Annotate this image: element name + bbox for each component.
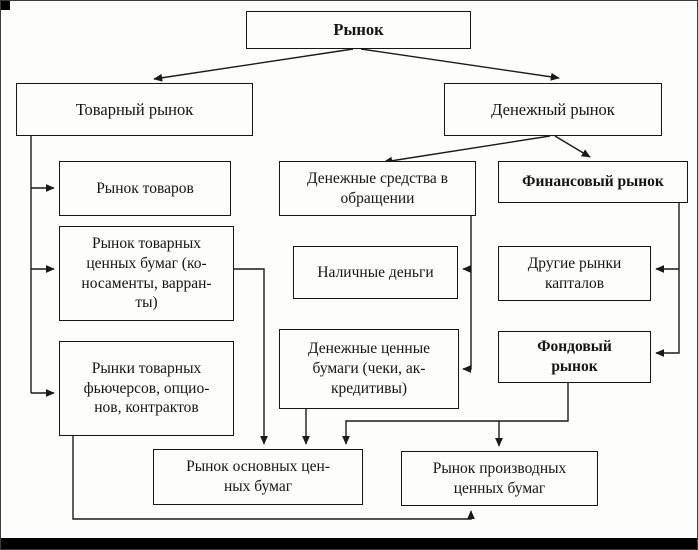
edge-root-money — [360, 48, 560, 81]
node-other-capital-markets: Другие рынки капталов — [498, 246, 651, 301]
node-stock-market: Фондовый рынок — [498, 331, 651, 383]
node-financial-market: Финансовый рынок — [498, 161, 688, 203]
edge-commodity-securities-primary — [234, 268, 268, 445]
node-commodity-securities-market: Рынок товарных ценных бумаг (ко- носамен… — [59, 226, 234, 321]
edge-money-circulation — [383, 135, 551, 165]
node-primary-securities-market: Рынок основных цен- ных бумаг — [153, 449, 363, 505]
node-cash-money: Наличные деньги — [293, 246, 458, 299]
node-money-securities: Денежные ценные бумаги (чеки, ак- кредит… — [279, 329, 459, 409]
edge-mid-spine — [462, 216, 472, 373]
edge-right-spine — [655, 203, 680, 357]
node-futures-markets: Рынки товарных фьючерсов, опцио- нов, ко… — [59, 341, 234, 436]
node-commodity-market: Товарный рынок — [16, 83, 253, 136]
corner-mark — [1, 1, 10, 10]
edge-money-financial — [554, 135, 591, 158]
node-money-market: Денежный рынок — [444, 83, 662, 136]
node-money-in-circulation: Денежные средства в обращении — [279, 161, 476, 216]
edge-root-commodity — [153, 48, 354, 82]
bottom-bar — [1, 538, 697, 549]
node-derivative-securities-market: Рынок производных ценных бумаг — [401, 451, 598, 506]
node-market-root: Рынок — [246, 11, 471, 49]
node-goods-market: Рынок товаров — [59, 161, 231, 216]
